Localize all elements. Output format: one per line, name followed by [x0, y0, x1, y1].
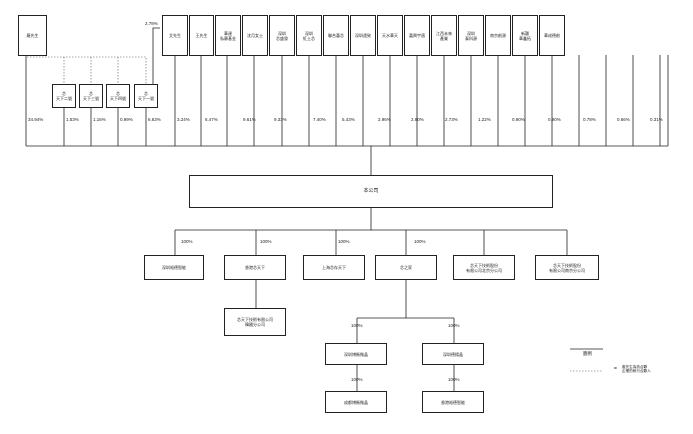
pct-l4-left: 100% [351, 377, 363, 382]
l4-chengdu: 成都博衡微晶 [325, 391, 387, 413]
shareholder-shen: 沈月女士 [242, 15, 268, 56]
subsidiary-nanjing-branch: 芯天下技術股份 有限公司南京分公司 [535, 255, 599, 280]
pct-sub-hk: 100% [260, 239, 272, 244]
shareholder-yuanzhi: 深圳遠致 [350, 15, 376, 56]
subsidiary-hk: 香港芯天下 [224, 255, 286, 280]
pct-top: 2.78% [145, 21, 158, 26]
legend-text: 龐先生為該合夥 企業的執行合夥人 [622, 364, 651, 373]
pct-hongtu: 5.43% [342, 117, 355, 122]
shareholder-wang: 王先生 [189, 15, 214, 56]
pct-l3-left: 100% [351, 323, 363, 328]
shareholder-tianshui: 天水華天 [377, 15, 403, 56]
shareholder-jiangxi: 江西未來 產業 [431, 15, 457, 56]
shareholder-hongtu: 深圳 紅土芯 [296, 15, 322, 56]
pct-jiaxing: 1.22% [478, 117, 491, 122]
legend-symbol: = [614, 366, 617, 372]
pct-sub-yude: 100% [181, 239, 193, 244]
pct-huada: 9.61% [243, 117, 256, 122]
company-box: 本公司 [189, 175, 553, 208]
shareholder-lianhe: 聯合藝芯 [323, 15, 349, 56]
pct-xin3: 1.16% [93, 117, 106, 122]
shareholder-pang: 龐先生 [18, 15, 47, 56]
pct-taikeyuan: 0.90% [548, 117, 561, 122]
shareholder-jiaxing: 嘉興宇邁 [404, 15, 430, 56]
pct-shen: 9.33% [274, 117, 287, 122]
pct-xinjiang: 0.66% [617, 117, 630, 122]
pct-l3-right: 100% [448, 323, 460, 328]
hk-korea-branch: 芯天下技術有限公司 韓國分公司 [224, 308, 286, 336]
pct-ai: 3.24% [177, 117, 190, 122]
pct-xin1: 6.63% [148, 117, 161, 122]
shareholder-xin1: 芯 天下一號 [134, 84, 158, 108]
shareholder-nanjing: 南京創源 [485, 15, 511, 56]
pct-yuanzhi: 2.80% [411, 117, 424, 122]
subsidiary-beijing-branch: 芯天下技術股份 有限公司北京分公司 [453, 255, 515, 280]
pct-huacheng: 0.31% [650, 117, 663, 122]
subsidiary-shanghai: 上海芯存天下 [303, 255, 365, 280]
pct-pang: 34.94% [28, 117, 44, 122]
subsidiary-xinzhijia: 芯之家 [375, 255, 437, 280]
l3-bohen: 深圳博衡微晶 [325, 343, 387, 365]
pct-wang: 6.47% [205, 117, 218, 122]
shareholder-xinshengfa: 深圳 芯盛發 [269, 15, 295, 56]
subsidiary-yude: 深圳裕德智能 [144, 255, 204, 280]
pct-sub-shanghai: 100% [338, 239, 350, 244]
shareholder-huacheng: 華成德創 [539, 15, 565, 56]
shareholder-xin2: 芯 天下二號 [52, 84, 76, 108]
pct-xinshengfa: 7.40% [313, 117, 326, 122]
legend-title: 圖例 [583, 351, 592, 356]
pct-sub-xinzhijia: 100% [414, 239, 426, 244]
shareholder-huada: 華達 私募基金 [215, 15, 241, 56]
l4-hk-yude: 香港裕德智能 [422, 391, 484, 413]
shareholder-ai: 艾先生 [162, 15, 188, 56]
pct-jiangxi: 0.90% [512, 117, 525, 122]
pct-nanjing: 0.78% [583, 117, 596, 122]
pct-lianhe: 2.96% [378, 117, 391, 122]
pct-xin2: 1.53% [66, 117, 79, 122]
shareholder-xin3: 芯 天下三號 [79, 84, 103, 108]
pct-xin4: 0.99% [120, 117, 133, 122]
shareholder-xinjiang: 新疆 華鑫拓 [512, 15, 538, 56]
l3-deyang: 深圳德揚晶 [422, 343, 484, 365]
pct-tianshui: 2.73% [445, 117, 458, 122]
shareholder-taikeyuan: 深圳 泰科源 [458, 15, 484, 56]
shareholder-xin4: 芯 天下四號 [106, 84, 130, 108]
pct-l4-right: 100% [448, 377, 460, 382]
